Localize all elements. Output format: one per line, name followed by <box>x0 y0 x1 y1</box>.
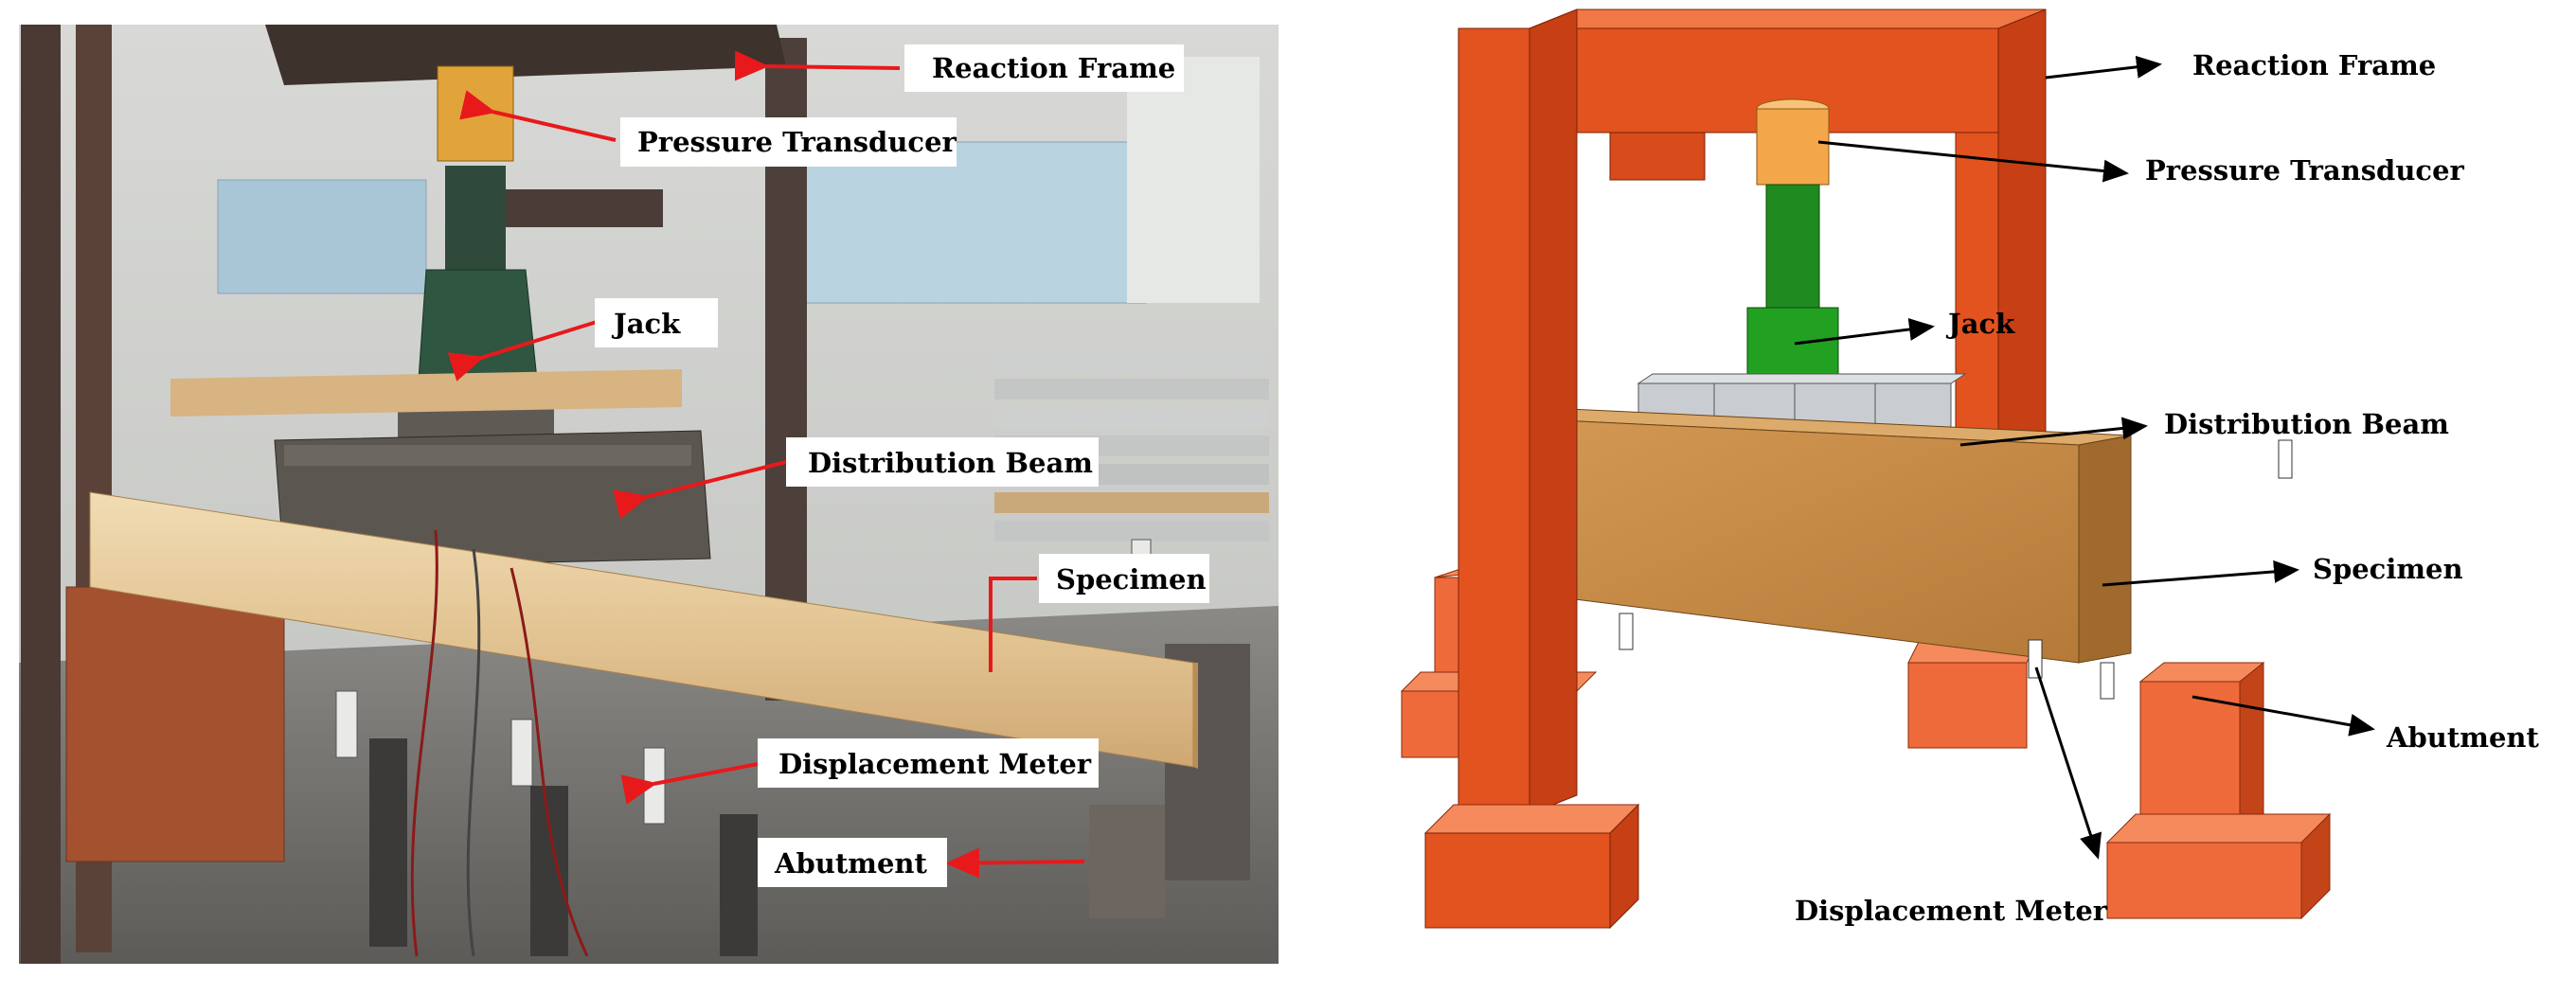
label-box <box>786 437 1099 487</box>
wire <box>410 529 438 957</box>
arrow <box>945 847 1085 879</box>
arrow <box>459 90 617 142</box>
label-text: Distribution Beam <box>2164 408 2449 440</box>
back-beam <box>170 369 682 417</box>
label-text: Pressure Transducer <box>637 126 957 158</box>
label-distribution-beam: Distribution Beam <box>613 437 1099 520</box>
model-panel: Reaction Frame Pressure Transducer Jack … <box>1288 0 2576 995</box>
model-label-reaction-frame: Reaction Frame <box>2045 49 2436 81</box>
label-box <box>904 44 1184 92</box>
arrow <box>989 577 1037 672</box>
wire <box>466 548 481 957</box>
model-label-distribution-beam: Distribution Beam <box>1959 408 2449 447</box>
wire <box>510 567 589 957</box>
displacement-meter <box>2278 439 2293 479</box>
model-label-specimen: Specimen <box>2102 553 2463 587</box>
abutment-support <box>1089 805 1165 918</box>
displacement-meter <box>1619 613 1634 650</box>
arrow <box>1794 318 1935 346</box>
label-text: Displacement Meter <box>1795 895 2108 927</box>
label-box <box>620 117 957 167</box>
label-text: Pressure Transducer <box>2145 154 2465 187</box>
arrow <box>613 460 787 520</box>
jack-upper <box>445 166 506 270</box>
specimen-end <box>1193 663 1198 769</box>
arrow <box>2045 55 2162 80</box>
label-jack: Jack <box>447 298 718 382</box>
label-text: Displacement Meter <box>778 748 1092 780</box>
displacement-meter <box>335 690 358 758</box>
meter-stand <box>720 814 758 956</box>
reaction-frame-crossbeam <box>492 189 663 227</box>
pressure-transducer <box>1756 98 1830 186</box>
arrow <box>1817 140 2129 183</box>
model-label-abutment: Abutment <box>2191 695 2539 754</box>
label-text: Distribution Beam <box>808 447 1093 479</box>
displacement-meter <box>510 719 533 787</box>
label-text: Abutment <box>774 847 927 880</box>
meter-stand <box>530 786 568 956</box>
label-specimen: Specimen <box>989 554 1209 672</box>
steel-column <box>21 25 61 964</box>
arrow <box>734 50 901 81</box>
wall-panel <box>1127 57 1260 303</box>
label-box <box>1039 554 1209 603</box>
photo-panel: Reaction Frame Pressure Transducer Jack … <box>19 25 1279 964</box>
model-label-pressure-transducer: Pressure Transducer <box>1817 140 2465 187</box>
distribution-beam-flange <box>284 445 691 466</box>
test-setup-photo: Reaction Frame Pressure Transducer Jack … <box>19 25 1279 964</box>
test-setup-3d-model: Reaction Frame Pressure Transducer Jack … <box>1400 9 2539 930</box>
wall-poster <box>785 141 1147 304</box>
meter-stand <box>369 738 407 947</box>
arrow <box>620 762 759 805</box>
label-reaction-frame: Reaction Frame <box>734 44 1184 92</box>
model-label-jack: Jack <box>1794 308 2015 346</box>
label-box <box>758 838 947 887</box>
label-text: Specimen <box>1056 563 1207 595</box>
label-box <box>758 738 1099 788</box>
label-text: Jack <box>1945 308 2015 340</box>
label-pressure-transducer: Pressure Transducer <box>459 90 957 167</box>
reaction-frame-beam <box>265 25 786 85</box>
label-text: Jack <box>611 308 681 340</box>
arrow <box>2102 560 2299 587</box>
label-displacement-meter: Displacement Meter <box>620 738 1099 805</box>
arrow <box>447 320 598 382</box>
arrow <box>1959 417 2148 447</box>
arrow <box>2034 666 2102 860</box>
wall-poster <box>217 179 427 294</box>
label-text: Abutment <box>2386 721 2539 754</box>
label-text: Specimen <box>2313 553 2463 585</box>
frame-column-front <box>1423 9 1640 930</box>
label-abutment: Abutment <box>758 838 1085 887</box>
displacement-meter <box>2100 662 2115 700</box>
arrow <box>2191 695 2375 737</box>
label-text: Reaction Frame <box>932 52 1175 84</box>
abutment-block <box>65 586 285 862</box>
label-text: Reaction Frame <box>2192 49 2436 81</box>
specimen <box>1476 406 2132 664</box>
displacement-meter <box>643 747 666 825</box>
displacement-meter <box>2028 639 2043 679</box>
model-label-displacement-meter: Displacement Meter <box>1795 666 2108 927</box>
label-box <box>595 298 718 347</box>
